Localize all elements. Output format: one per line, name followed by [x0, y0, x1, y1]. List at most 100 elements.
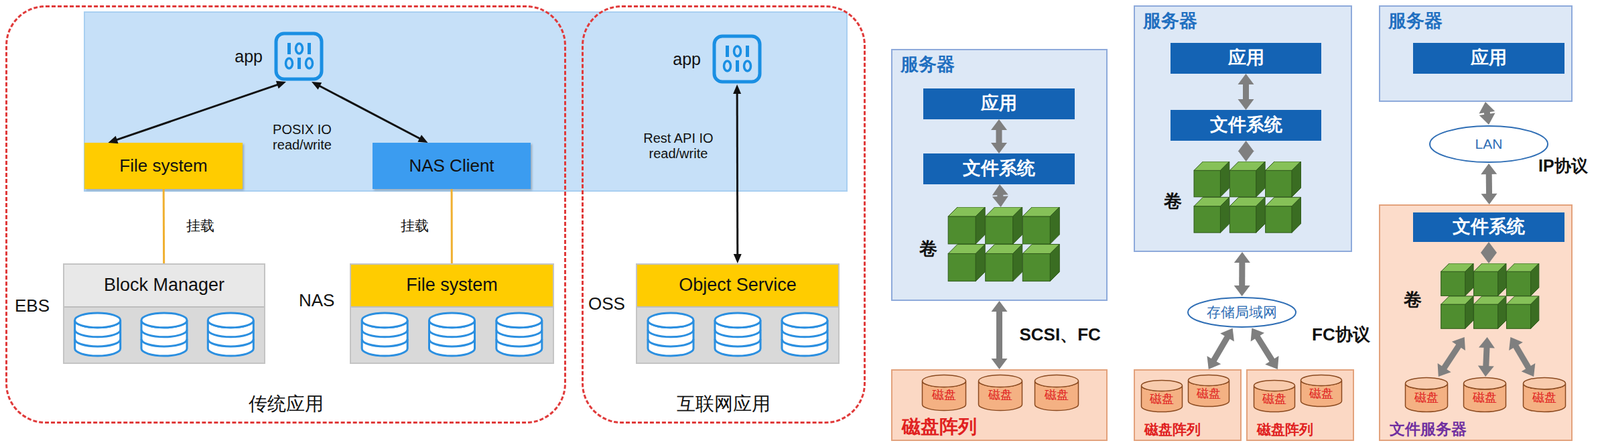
disk-top — [1301, 375, 1343, 386]
storage-node: File system — [349, 263, 555, 364]
arrowhead — [311, 81, 322, 90]
arrowhead — [1478, 101, 1495, 114]
arrowhead — [732, 84, 742, 94]
disk-top — [1405, 377, 1448, 390]
disk-label: 磁盘 — [1187, 386, 1231, 401]
connector-line — [736, 92, 740, 256]
annotation-label: IP协议 — [1538, 156, 1588, 176]
cube-front — [1193, 206, 1221, 233]
cube-side — [1256, 196, 1265, 233]
connector — [1238, 140, 1255, 162]
storage-title: File system — [406, 274, 498, 296]
disk-label: 磁盘 — [1033, 387, 1080, 403]
icon-bit-one — [307, 42, 311, 55]
box-label: 应用 — [980, 93, 1018, 114]
storage-header: Block Manager — [64, 264, 264, 308]
cube-side — [1291, 196, 1301, 233]
storage-title: Object Service — [678, 274, 797, 296]
app-label: app — [672, 49, 701, 70]
cube-side — [1220, 161, 1229, 197]
server-title: 服务器 — [1388, 10, 1443, 32]
arrowhead — [1479, 112, 1496, 125]
icon-bit-zero — [724, 60, 731, 72]
arrowhead — [733, 253, 742, 264]
disk-band — [496, 339, 543, 347]
cube-side — [1465, 263, 1474, 296]
cubes-node: 卷 — [1188, 161, 1304, 242]
arrowhead — [1234, 251, 1251, 263]
connector-line — [1486, 346, 1487, 368]
ellipse-outline — [1429, 125, 1548, 163]
disk-label: 磁盘 — [1522, 390, 1567, 405]
disk-node: 磁盘 — [1187, 373, 1231, 408]
array-title: 磁盘阵列 — [1256, 421, 1314, 438]
arrowhead — [1508, 337, 1523, 351]
cube-front — [1506, 304, 1531, 329]
disk-node: 磁盘 — [1252, 379, 1296, 413]
cubes-node: 卷 — [1428, 263, 1550, 338]
arrowhead — [992, 195, 1009, 208]
disk-label: 磁盘 — [1252, 391, 1296, 407]
cube-side — [1049, 244, 1060, 282]
connector-label: Rest API IO read/write — [634, 130, 722, 162]
arrowhead — [1238, 140, 1255, 152]
region-title: 传统应用 — [7, 393, 565, 415]
annotation-label: POSIX IO read/write — [258, 121, 346, 153]
connector — [163, 188, 165, 264]
connector — [991, 300, 1008, 370]
icon-bit-one — [297, 57, 301, 70]
connector-line — [450, 188, 453, 264]
app-icon — [273, 30, 325, 82]
cube-front — [948, 253, 976, 281]
arrowhead — [1480, 241, 1497, 253]
storage-node: Object Service — [635, 263, 840, 364]
array-node: 磁盘阵列磁盘磁盘磁盘 — [891, 369, 1108, 441]
disk-band — [75, 339, 121, 347]
disk-top — [714, 312, 761, 328]
volume-cubes — [944, 207, 1062, 291]
connector-line — [115, 84, 279, 141]
arrowhead — [417, 134, 428, 143]
disk-label: 磁盘 — [977, 387, 1024, 403]
annotation-label: OSS — [588, 294, 626, 315]
disk-top — [1254, 380, 1296, 392]
disk-top — [1188, 375, 1230, 386]
arrowhead — [990, 142, 1008, 154]
disk-top — [1523, 377, 1566, 390]
disk-band — [141, 339, 187, 347]
cube-front — [1506, 271, 1531, 296]
disk-band — [647, 329, 694, 338]
file-server-title: 文件服务器 — [1389, 420, 1467, 438]
disk-band — [496, 329, 543, 338]
connector-line — [1514, 345, 1529, 370]
disk-band — [361, 329, 408, 338]
disk-node: 磁盘 — [1299, 373, 1343, 408]
disk-top — [207, 312, 254, 328]
cube-side — [1498, 296, 1507, 329]
icon-bit-one — [735, 60, 740, 72]
app-layer-band — [84, 12, 847, 191]
server-title: 服务器 — [1143, 10, 1198, 32]
disk-node: 磁盘 — [1140, 379, 1184, 413]
cube-side — [1530, 296, 1540, 329]
disk-band — [781, 339, 828, 347]
icon-bit-one — [745, 45, 750, 57]
arrowhead — [1480, 252, 1497, 264]
array-node: 磁盘阵列磁盘磁盘 — [1133, 369, 1242, 441]
disk-top — [141, 312, 187, 328]
cube-side — [1291, 161, 1301, 197]
server-node: 服务器应用 — [1378, 5, 1573, 102]
connector-label: SCSI、FC — [1019, 324, 1101, 346]
server-node: 服务器应用文件系统卷 — [891, 48, 1108, 301]
cube-front — [1265, 206, 1292, 233]
disk-top — [922, 375, 967, 388]
network-label: LAN — [1475, 136, 1503, 153]
dark-node: 文件系统 — [1413, 212, 1565, 242]
icon-bit-zero — [286, 58, 293, 69]
yellow-node: File system — [84, 142, 243, 189]
connector — [990, 119, 1008, 154]
app-icon — [711, 33, 763, 85]
cubes-node: 卷 — [944, 207, 1062, 291]
region-node: 传统应用appFile systemNAS ClientBlock Manage… — [5, 5, 567, 424]
